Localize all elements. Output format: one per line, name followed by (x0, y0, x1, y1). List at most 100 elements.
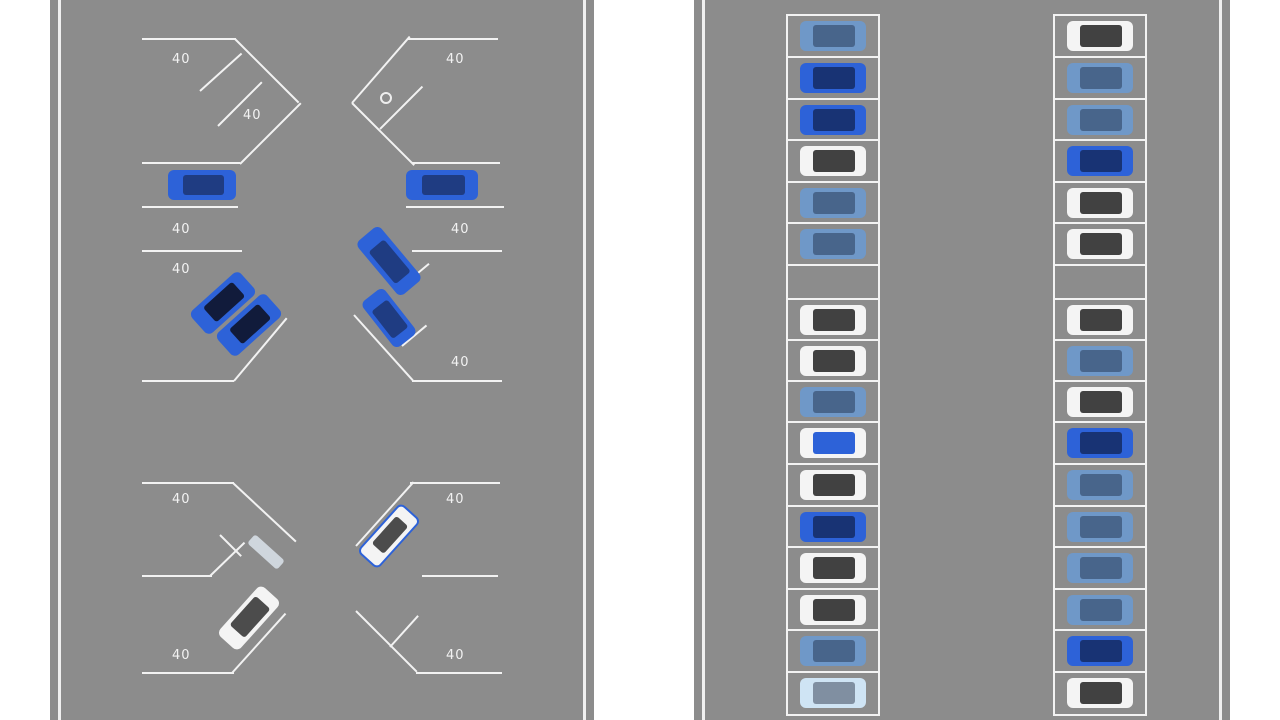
stall-line (142, 206, 238, 208)
stall-line (142, 162, 240, 164)
parked-car (1067, 553, 1133, 583)
stall-line (232, 482, 297, 543)
parked-car (800, 678, 866, 708)
car-roof (1080, 432, 1123, 454)
stall-line (408, 38, 498, 40)
parked-car (800, 470, 866, 500)
slot-divider (786, 629, 880, 631)
car-roof (1080, 516, 1123, 538)
stall-number: 40 (243, 108, 262, 123)
accessibility-marker (380, 92, 392, 104)
stall-number: 40 (172, 648, 191, 663)
parked-car (1067, 387, 1133, 417)
parked-car (1067, 21, 1133, 51)
stall-line (412, 380, 502, 382)
stall-line (142, 575, 212, 577)
parked-car (1067, 305, 1133, 335)
stall-number: 40 (446, 648, 465, 663)
stall-line (351, 102, 415, 166)
slot-divider (1053, 380, 1147, 382)
car-roof (813, 516, 856, 538)
parked-car (800, 63, 866, 93)
parked-car (800, 636, 866, 666)
car-roof (813, 67, 856, 89)
parked-car (1067, 63, 1133, 93)
car-roof (1080, 350, 1123, 372)
slot-divider (1053, 463, 1147, 465)
stall-line (412, 162, 500, 164)
stall-line (412, 250, 502, 252)
parked-car (1067, 512, 1133, 542)
parked-car (1067, 346, 1133, 376)
slot-divider (1053, 56, 1147, 58)
slot-divider (1053, 264, 1147, 266)
parked-car (800, 553, 866, 583)
car-roof (813, 432, 856, 454)
parked-car (1067, 146, 1133, 176)
car-roof (813, 640, 856, 662)
car-roof (1080, 192, 1123, 214)
car-roof (813, 25, 856, 47)
stall-line (142, 482, 234, 484)
parked-car (1067, 636, 1133, 666)
slot-divider (786, 98, 880, 100)
car-roof (813, 150, 856, 172)
slot-divider (1053, 588, 1147, 590)
car-roof (1080, 640, 1123, 662)
car-roof (813, 391, 856, 413)
stall-line (406, 206, 504, 208)
slot-divider (1053, 421, 1147, 423)
stall-number: 40 (451, 355, 470, 370)
parked-car (406, 170, 478, 200)
parked-car (800, 512, 866, 542)
car-roof (1080, 67, 1123, 89)
stall-line (416, 672, 502, 674)
car-roof (813, 474, 856, 496)
parked-car (1067, 428, 1133, 458)
stall-line (410, 482, 500, 484)
slot-divider (786, 380, 880, 382)
parking-column (1053, 14, 1147, 716)
slot-divider (1053, 629, 1147, 631)
parked-car (1067, 678, 1133, 708)
slot-divider (786, 298, 880, 300)
car-roof (1080, 474, 1123, 496)
bicycle-marker (247, 534, 285, 570)
slot-divider (786, 222, 880, 224)
slot-divider (1053, 339, 1147, 341)
left-parking-lot: 40 40 40 40 40 40 40 40 40 40 40 (50, 0, 594, 720)
stall-line (422, 575, 498, 577)
right-parking-lot (694, 0, 1230, 720)
slot-divider (1053, 505, 1147, 507)
stall-line (142, 672, 234, 674)
parked-car (800, 105, 866, 135)
slot-divider (786, 505, 880, 507)
slot-divider (786, 546, 880, 548)
stall-line (234, 38, 300, 104)
stall-number: 40 (172, 492, 191, 507)
stall-number: 40 (172, 262, 191, 277)
parked-car (800, 428, 866, 458)
parked-car (800, 21, 866, 51)
slot-divider (786, 56, 880, 58)
slot-divider (786, 139, 880, 141)
stall-line (199, 52, 243, 92)
car-roof (1080, 233, 1123, 255)
car-roof (1080, 557, 1123, 579)
slot-divider (1053, 222, 1147, 224)
car-roof (1080, 682, 1123, 704)
slot-divider (1053, 98, 1147, 100)
car-roof (813, 309, 856, 331)
stall-line (355, 610, 418, 673)
stall-number: 40 (451, 222, 470, 237)
slot-divider (1053, 181, 1147, 183)
slot-divider (786, 339, 880, 341)
car-roof (813, 350, 856, 372)
stall-number: 40 (172, 52, 191, 67)
stall-line (209, 541, 246, 577)
car-roof (1080, 309, 1123, 331)
car-roof (813, 557, 856, 579)
car-roof (813, 682, 856, 704)
stall-number: 40 (446, 492, 465, 507)
parked-car (800, 188, 866, 218)
